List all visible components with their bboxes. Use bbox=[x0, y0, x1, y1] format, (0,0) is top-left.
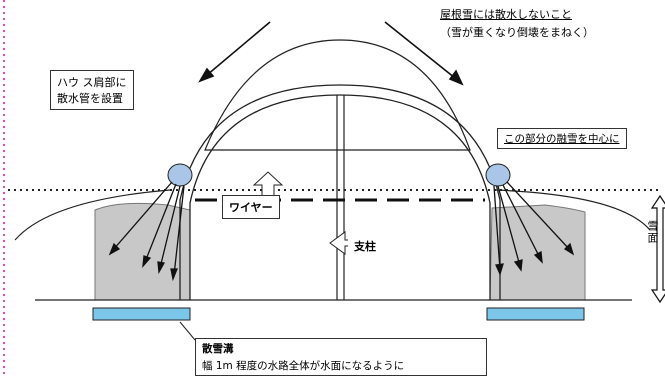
right-snow-curve bbox=[494, 189, 651, 231]
roof-arrows bbox=[198, 21, 464, 86]
house-shoulder-label: ハウ ス肩部に 散水管を設置 bbox=[50, 70, 134, 110]
ditch-label-title: 散雪溝 bbox=[202, 343, 234, 355]
focus-melting-label: この部分の融雪を中心に bbox=[497, 128, 627, 149]
right-spray-arrows bbox=[493, 181, 575, 276]
roof-note: 屋根雪には散水しないこと （雪が重くなり倒壊をまねく） bbox=[440, 6, 594, 41]
left-spray-arrows bbox=[108, 181, 185, 282]
roof-note-line1: 屋根雪には散水しないこと bbox=[440, 8, 572, 21]
greenhouse-arch-outer bbox=[179, 84, 501, 300]
house-label-line2: 散水管を設置 bbox=[57, 92, 123, 105]
roof-note-line2: （雪が重くなり倒壊をまねく） bbox=[440, 25, 594, 39]
right-spray-pipe bbox=[485, 163, 511, 187]
wire-label: ワイヤー bbox=[222, 195, 280, 219]
side-height-arrow-icon bbox=[650, 194, 665, 304]
greenhouse-arch-inner bbox=[189, 94, 491, 300]
house-label-line1: ハウ ス肩部に bbox=[57, 76, 127, 89]
side-height-label: 雪面 bbox=[646, 220, 659, 244]
ditch-label: 散雪溝 幅 1m 程度の水路全体が水面になるように bbox=[195, 338, 487, 376]
pillar-label: 支柱 bbox=[348, 235, 382, 257]
ditch-leader-line bbox=[179, 321, 196, 341]
right-ditch bbox=[486, 307, 585, 321]
ditch-label-body: 幅 1m 程度の水路全体が水面になるように bbox=[202, 360, 405, 372]
left-snow-curve bbox=[14, 189, 171, 241]
left-ditch bbox=[92, 307, 191, 321]
left-snow-pile bbox=[94, 202, 191, 301]
